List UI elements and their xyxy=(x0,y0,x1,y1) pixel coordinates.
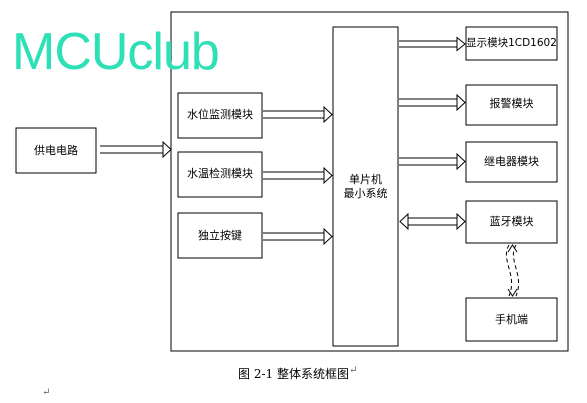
figure-caption: 图 2-1 整体系统框图↵ xyxy=(0,365,587,382)
label-key: 独立按键 xyxy=(198,229,242,242)
key-block xyxy=(177,212,263,259)
arrow-mcu-to-lcd xyxy=(399,36,466,52)
arrow-key-to-mcu xyxy=(263,227,333,246)
label-relay: 继电器模块 xyxy=(484,155,539,168)
label-bluetooth: 蓝牙模块 xyxy=(489,215,534,228)
caption-return-mark: ↵ xyxy=(348,365,358,376)
watermark-logo: MCUclub xyxy=(12,23,220,81)
system-frame xyxy=(170,11,569,352)
power-block xyxy=(15,127,97,174)
label-alarm: 报警模块 xyxy=(489,97,534,110)
water-level-block xyxy=(177,92,263,139)
label-power: 供电电路 xyxy=(34,144,78,157)
mcu-block xyxy=(332,26,399,347)
arrow-water-level-to-mcu xyxy=(263,105,333,124)
label-mcu-line2: 最小系统 xyxy=(343,187,388,200)
arrow-mcu-to-alarm xyxy=(399,93,466,112)
label-water-temp: 水温检测模块 xyxy=(187,167,253,180)
arrow-power-to-system xyxy=(100,140,172,159)
arrow-mcu-bluetooth-bidirectional xyxy=(399,212,466,231)
phone-block xyxy=(465,297,558,342)
caption-text: 图 2-1 整体系统框图 xyxy=(238,367,349,381)
water-temp-block xyxy=(177,151,263,198)
arrow-water-temp-to-mcu xyxy=(263,166,333,185)
lcd-block xyxy=(465,26,558,61)
paragraph-return-mark: ↵ xyxy=(42,387,51,398)
label-lcd: 显示模块1CD1602 xyxy=(466,37,557,49)
arrow-bluetooth-phone-wireless xyxy=(505,244,520,297)
relay-block xyxy=(465,141,558,183)
label-phone: 手机端 xyxy=(495,313,528,326)
alarm-block xyxy=(465,84,558,126)
bluetooth-block xyxy=(465,200,558,244)
label-water-level: 水位监测模块 xyxy=(187,108,253,121)
arrow-mcu-to-relay xyxy=(399,152,466,171)
label-mcu-line1: 单片机 xyxy=(349,173,382,186)
